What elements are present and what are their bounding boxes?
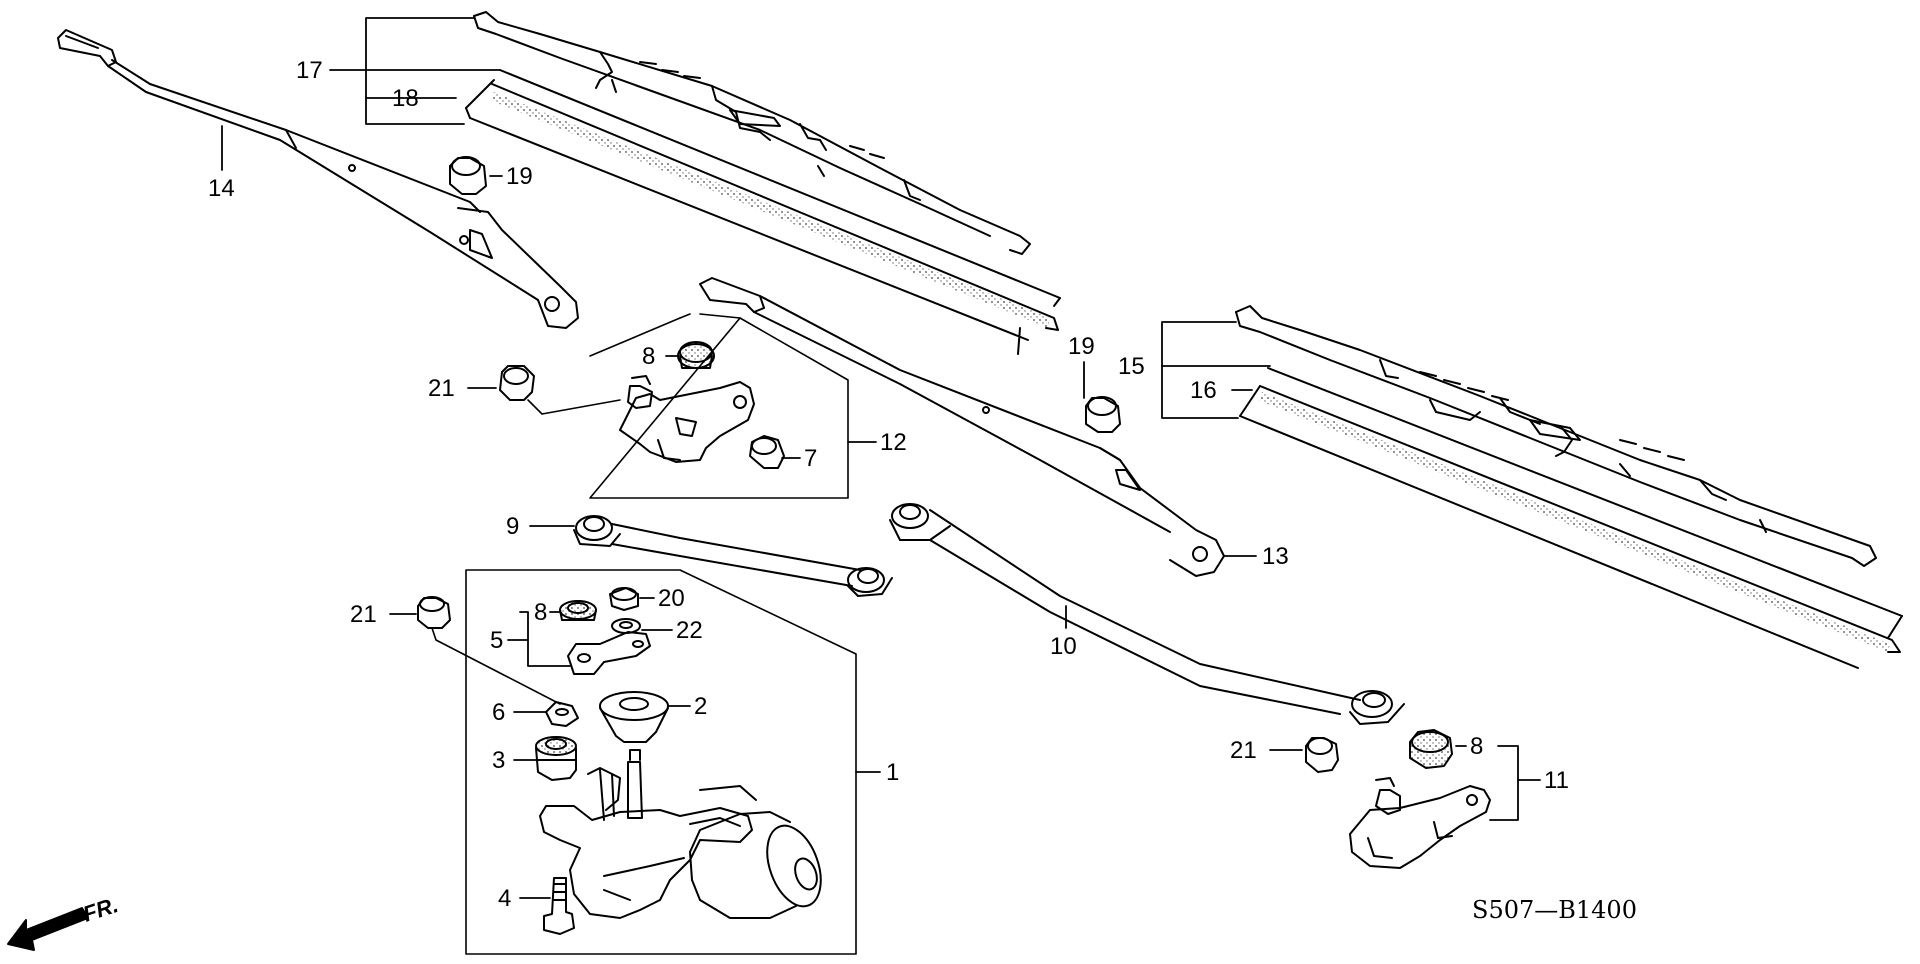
callout-2: 2: [694, 693, 707, 720]
callouts: 17 18 14 19 8 21 7 12 19 15 16 9 13 10 2…: [208, 57, 1569, 912]
callout-3: 3: [492, 747, 505, 774]
callout-19-upper: 19: [506, 163, 533, 190]
callout-4: 4: [498, 885, 511, 912]
callout-8-top: 8: [642, 343, 655, 370]
callout-21-lower: 21: [350, 601, 377, 628]
linkage-long: [889, 503, 1405, 725]
crank-arm-5: [567, 631, 651, 675]
callout-16: 16: [1190, 377, 1217, 404]
pivot-assembly-right: [1349, 777, 1491, 869]
washer-8-motor: [559, 600, 597, 621]
wiper-motor: [539, 749, 822, 919]
wiper-blade-right: [1235, 305, 1877, 567]
callout-13: 13: [1262, 543, 1289, 570]
pivot-bushing: [749, 435, 785, 469]
callout-10: 10: [1050, 633, 1077, 660]
callout-21-right: 21: [1230, 737, 1257, 764]
diagram-code: S507—B1400: [1472, 896, 1637, 924]
nut-21-right: [1305, 737, 1339, 773]
callout-15: 15: [1118, 353, 1145, 380]
nut-20: [609, 587, 639, 611]
callout-8-motor: 8: [534, 599, 547, 626]
wiper-rubber-right: [1239, 367, 1903, 669]
callout-12: 12: [880, 429, 907, 456]
nut-21-upper: [499, 365, 621, 415]
wiper-blade-upper: [473, 11, 1031, 255]
pivot-nut-top: [677, 341, 715, 369]
callout-21-upper: 21: [428, 375, 455, 402]
grommet-2: [599, 691, 669, 743]
callout-9: 9: [506, 513, 519, 540]
callout-7: 7: [804, 445, 817, 472]
callout-20: 20: [658, 585, 685, 612]
callout-1: 1: [886, 759, 899, 786]
callout-18: 18: [392, 85, 419, 112]
wiper-rubber-upper: [465, 69, 1061, 355]
leader-lines: [221, 17, 1541, 899]
clip-6: [545, 701, 579, 727]
washer-22: [611, 618, 641, 634]
wiper-arm-passenger: [699, 277, 1225, 577]
front-direction-arrow: [7, 907, 89, 951]
cap-19-right: [1085, 396, 1121, 433]
pivot-nut-right: [1409, 729, 1453, 769]
wiper-arm-driver: [57, 29, 579, 329]
callout-14: 14: [208, 175, 235, 202]
callout-6: 6: [492, 699, 505, 726]
nut-21-lower: [417, 596, 561, 705]
cap-19-upper: [449, 156, 487, 195]
linkage-short: [573, 515, 893, 597]
pivot-assembly-left: [619, 375, 755, 463]
callout-22: 22: [676, 617, 703, 644]
callout-19-right: 19: [1068, 333, 1095, 360]
bolt-4: [543, 877, 575, 935]
callout-11: 11: [1544, 767, 1569, 794]
callout-17: 17: [296, 57, 323, 84]
bushing-3: [535, 736, 577, 781]
callout-8-right: 8: [1470, 733, 1483, 760]
callout-5: 5: [490, 627, 503, 654]
front-marker: FR.: [80, 892, 121, 927]
